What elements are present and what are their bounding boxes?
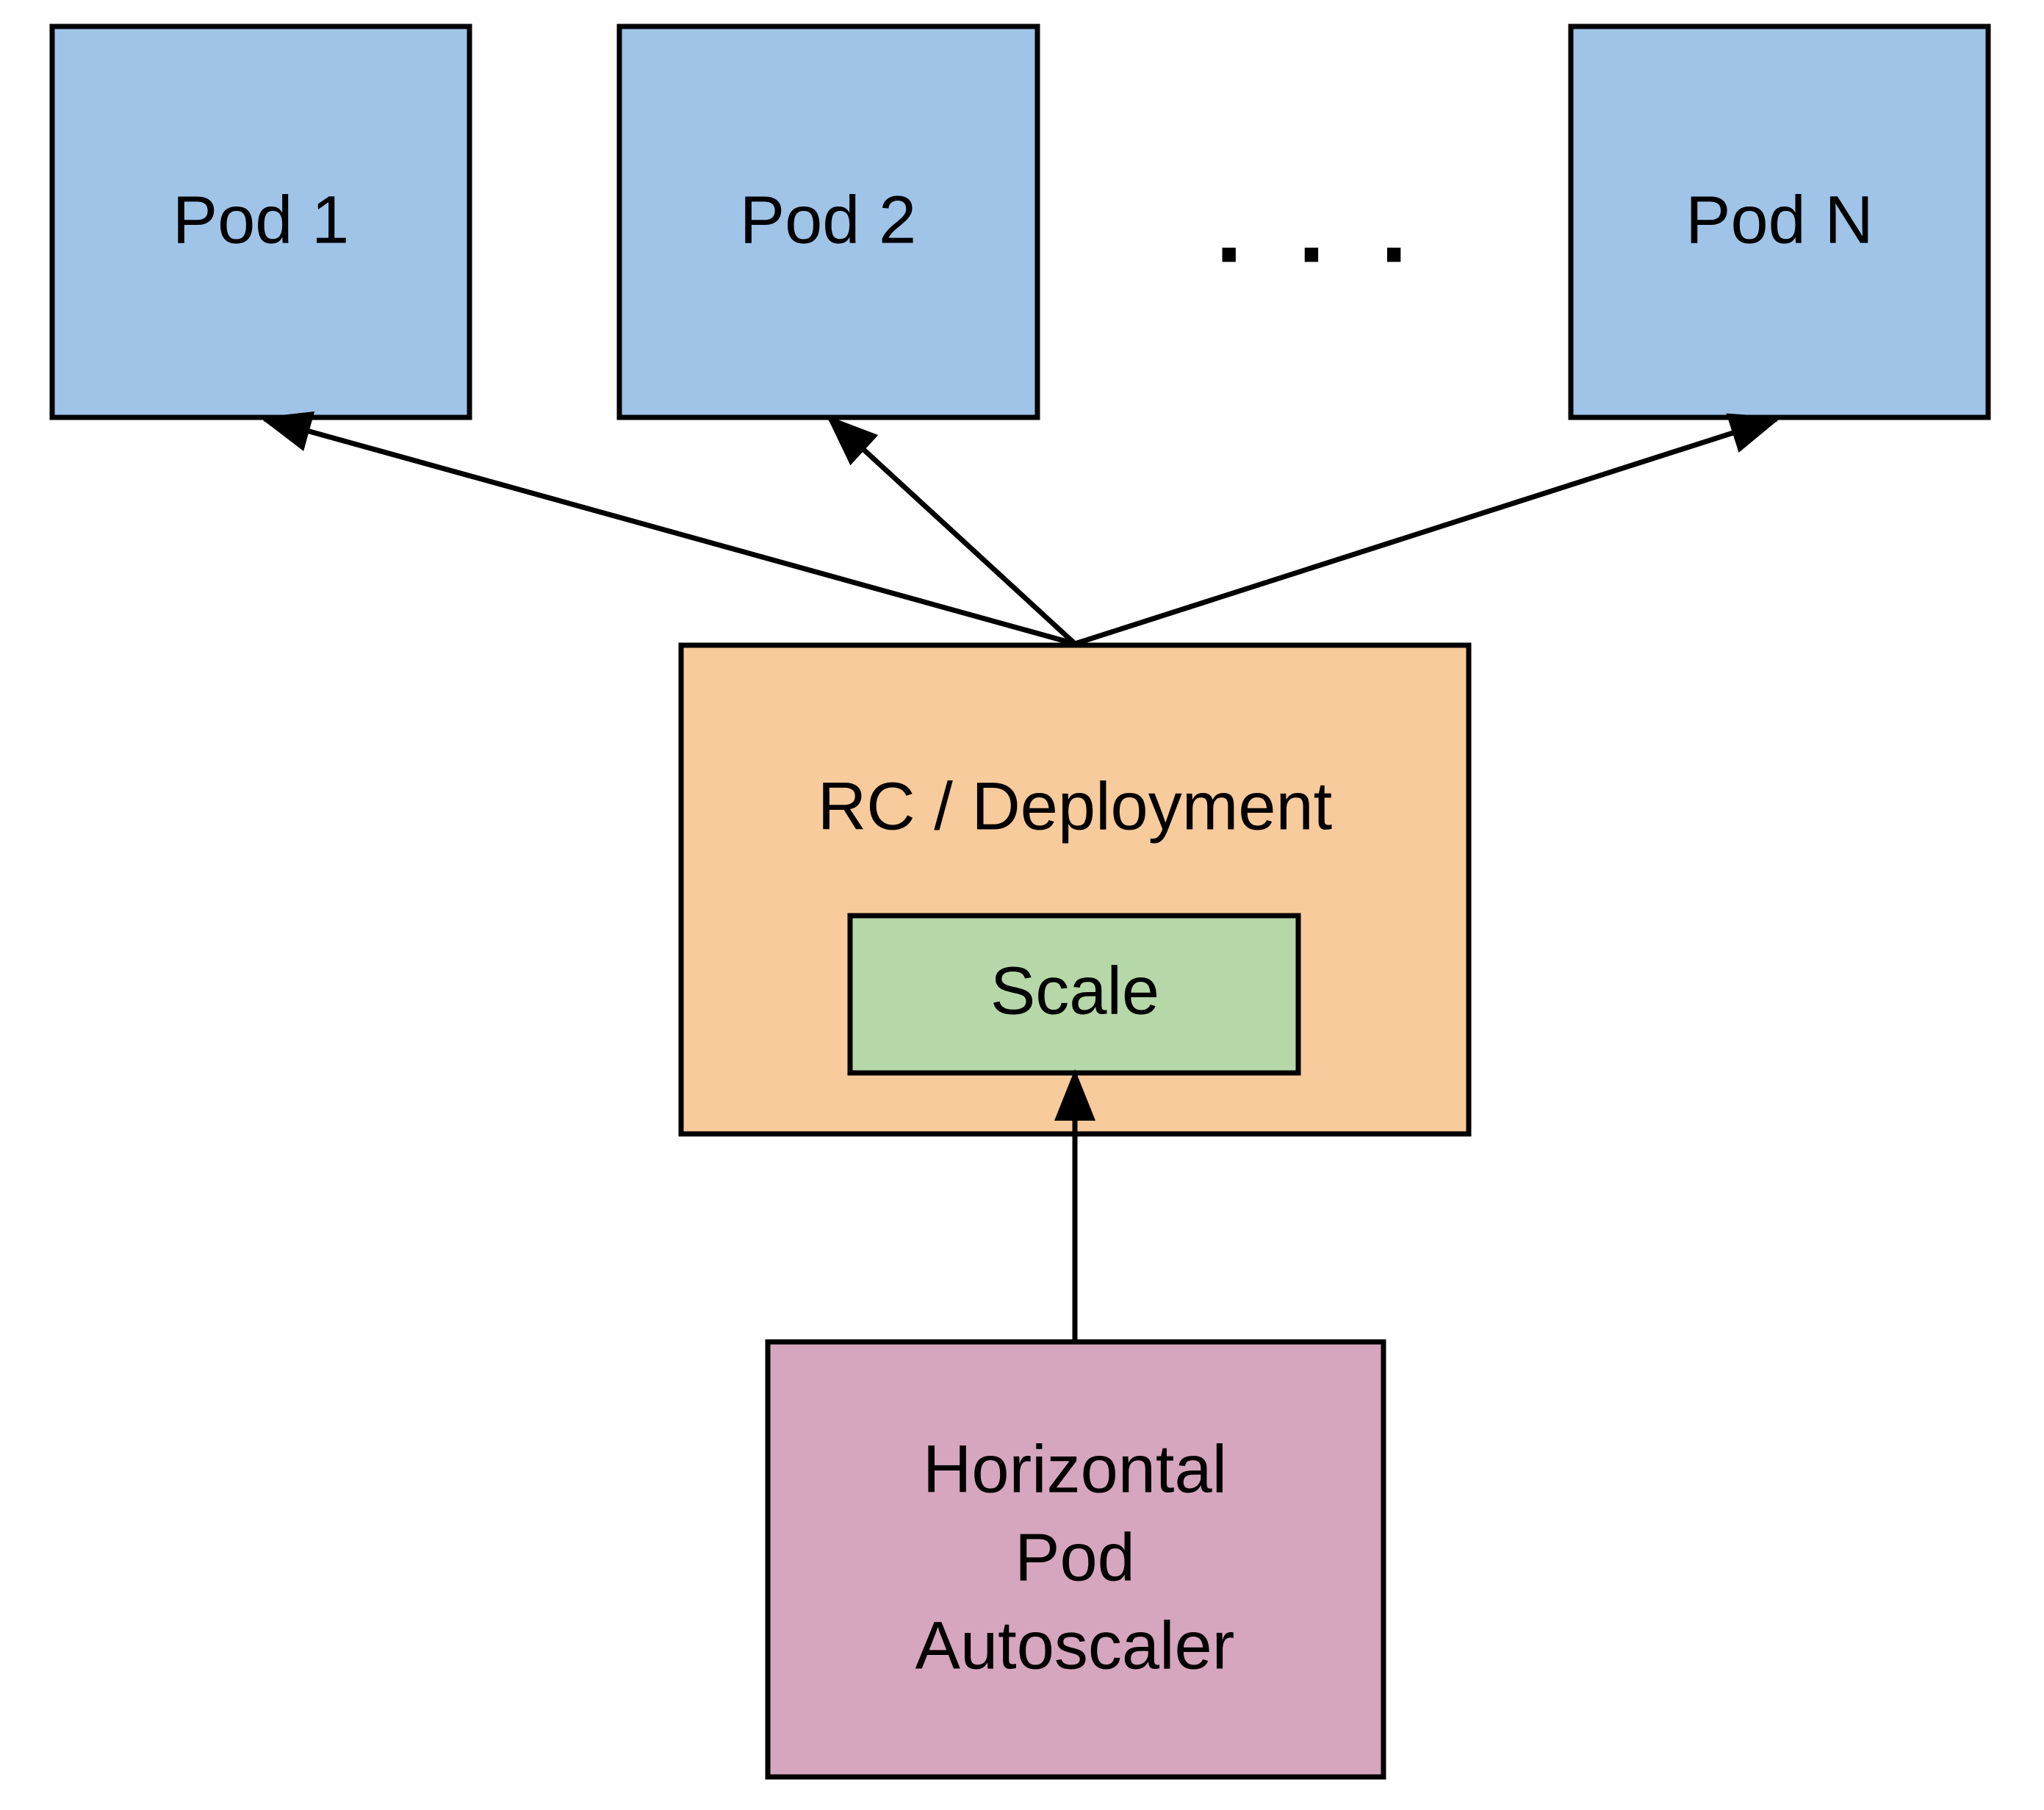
arrow-to-pod-n xyxy=(1073,413,1782,647)
arrow-to-pod-2 xyxy=(826,415,1077,646)
autoscaler-box: Horizontal Pod Autoscaler xyxy=(765,1339,1386,1780)
autoscaler-label-line-1: Horizontal xyxy=(923,1432,1227,1506)
ellipsis: . . . xyxy=(1216,175,1422,282)
scale-label: Scale xyxy=(990,953,1159,1028)
arrow-to-pod-1 xyxy=(259,411,1076,647)
pod-1-box: Pod 1 xyxy=(49,24,472,420)
controller-label: RC / Deployment xyxy=(818,769,1332,844)
autoscaler-label-line-3: Autoscaler xyxy=(915,1608,1235,1683)
scale-box: Scale xyxy=(847,913,1301,1076)
pod-2-box: Pod 2 xyxy=(616,24,1040,420)
pod-1-label: Pod 1 xyxy=(173,182,349,257)
pod-2-label: Pod 2 xyxy=(740,182,916,257)
pod-n-label: Pod N xyxy=(1685,182,1874,257)
pod-n-box: Pod N xyxy=(1568,24,1991,420)
autoscaler-label-line-2: Pod xyxy=(1015,1520,1135,1595)
